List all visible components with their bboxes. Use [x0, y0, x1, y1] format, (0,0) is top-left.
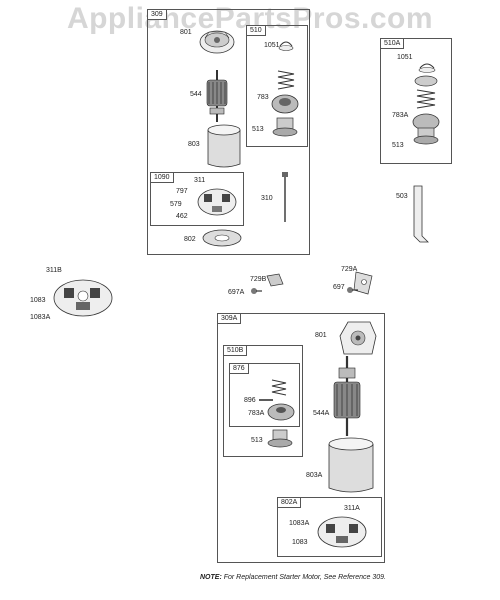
spring-icon [277, 70, 295, 90]
part-label-462: 462 [176, 213, 188, 220]
pinion-gear-icon [267, 429, 293, 448]
bracket-icon [413, 185, 429, 243]
part-label-513: 513 [252, 126, 264, 133]
part-label-1051: 1051 [264, 42, 280, 49]
group-label-309: 309 [148, 10, 167, 20]
part-label-1083: 1083 [292, 539, 308, 546]
group-label-309a: 309A [218, 314, 242, 324]
spring-icon [416, 89, 436, 109]
reference-note: NOTE: For Replacement Starter Motor, See… [200, 574, 386, 581]
pinion-gear-icon [267, 403, 295, 421]
pinion-gear-icon [412, 113, 440, 145]
brush-plate-icon [317, 516, 367, 548]
part-label-310: 310 [261, 195, 273, 202]
part-label-503: 503 [396, 193, 408, 200]
note-prefix: NOTE: [200, 574, 222, 581]
part-label-513: 513 [251, 437, 263, 444]
spring-icon [271, 379, 287, 396]
group-510: 510 [246, 25, 308, 147]
group-309: 309 [147, 9, 310, 255]
brush-plate-icon [53, 279, 113, 317]
note-text: For Replacement Starter Motor, See Refer… [223, 574, 386, 581]
group-309a: 309A [217, 313, 385, 563]
part-label-801: 801 [180, 29, 192, 36]
part-label-802: 802 [184, 236, 196, 243]
group-label-876: 876 [230, 364, 249, 374]
part-label-783a: 783A [248, 410, 265, 417]
group-510a: 510A [380, 38, 452, 164]
part-label-697a: 697A [228, 289, 245, 296]
end-cap-icon [339, 321, 377, 355]
part-label-801: 801 [315, 332, 327, 339]
part-label-579: 579 [170, 201, 182, 208]
part-label-311: 311 [194, 177, 206, 184]
housing-icon [328, 437, 374, 493]
bracket-icon [353, 271, 373, 295]
armature-icon [206, 70, 228, 122]
pinion-gear-icon [414, 75, 438, 87]
group-1090: 1090 [150, 172, 244, 226]
part-label-1083a: 1083A [30, 314, 51, 321]
housing-icon [207, 124, 241, 168]
part-label-783: 783 [257, 94, 269, 101]
group-label-510: 510 [247, 26, 266, 36]
gasket-icon [202, 229, 242, 247]
part-label-783a: 783A [392, 112, 409, 119]
end-cap-icon [199, 30, 235, 54]
retainer-icon [278, 41, 294, 51]
screw-icon [347, 287, 358, 293]
armature-icon [333, 356, 361, 436]
part-label-1083: 1083 [30, 297, 46, 304]
part-label-513: 513 [392, 142, 404, 149]
pinion-gear-icon [271, 94, 299, 114]
bolt-icon [282, 172, 288, 222]
part-label-544: 544 [190, 91, 202, 98]
brush-plate-icon [197, 188, 237, 216]
group-label-510b: 510B [224, 346, 248, 356]
group-label-802a: 802A [278, 498, 302, 508]
group-802a: 802A [277, 497, 382, 557]
group-label-510a: 510A [381, 39, 405, 49]
part-label-729b: 729B [250, 276, 267, 283]
part-label-311a: 311A [344, 505, 360, 512]
part-label-544a: 544A [313, 410, 330, 417]
screw-icon [251, 288, 262, 294]
part-label-729a: 729A [341, 266, 358, 273]
part-label-803: 803 [188, 141, 200, 148]
bracket-icon [266, 273, 284, 287]
group-510b: 510B [223, 345, 303, 457]
part-label-311b: 311B [46, 267, 62, 274]
part-label-1051: 1051 [397, 54, 413, 61]
pinion-gear-icon [272, 117, 298, 137]
part-label-697: 697 [333, 284, 345, 291]
part-label-1083a: 1083A [289, 520, 310, 527]
group-876: 876 [229, 363, 300, 427]
screw-icon [259, 399, 273, 401]
part-label-896: 896 [244, 397, 256, 404]
part-label-797: 797 [176, 188, 188, 195]
retainer-icon [418, 63, 436, 73]
part-label-803a: 803A [306, 472, 323, 479]
group-label-1090: 1090 [151, 173, 174, 183]
